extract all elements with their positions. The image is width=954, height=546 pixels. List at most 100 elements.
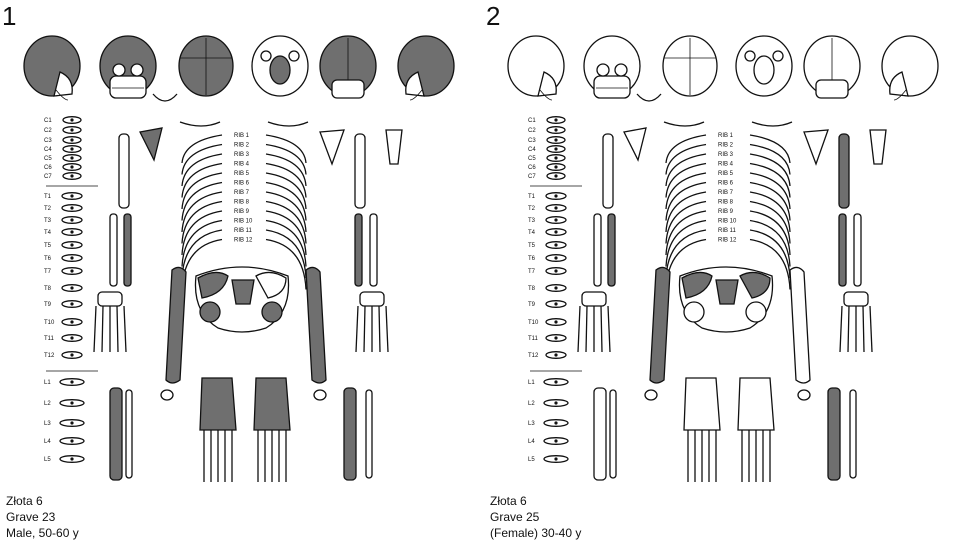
vertebra-foramen: [70, 138, 73, 141]
rib-label: RIB 6: [718, 181, 734, 187]
tibia-left: [594, 388, 606, 480]
vertebra-t8: T8: [44, 285, 82, 292]
vertebra-foramen: [554, 421, 557, 424]
vertebra-label: T8: [528, 286, 536, 292]
finger-bone: [117, 306, 118, 352]
femur-right: [306, 267, 326, 383]
vertebra-c5: C5: [528, 155, 565, 162]
vertebra-label: T5: [44, 243, 52, 249]
rib-label: RIB 5: [718, 171, 734, 177]
rib-right: [750, 173, 790, 209]
vertebra-label: C6: [44, 165, 52, 171]
skull-view-5: [320, 36, 376, 98]
rib-label: RIB 6: [234, 181, 250, 187]
vertebra-label: T8: [44, 286, 52, 292]
vertebra-foramen: [554, 118, 557, 121]
vertebra-l3: L3: [44, 420, 84, 427]
vertebra-t3: T3: [44, 217, 82, 224]
vertebra-foramen: [554, 269, 557, 272]
vertebra-foramen: [70, 165, 73, 168]
vertebra-foramen: [554, 256, 557, 259]
carpals-shape: [844, 292, 868, 306]
finger-bone: [124, 306, 126, 352]
vertebra-foramen: [70, 320, 73, 323]
acetabulum-left: [684, 302, 704, 322]
carpals-shape: [360, 292, 384, 306]
tarsals-shape: [684, 378, 720, 430]
vertebra-t9: T9: [528, 301, 566, 308]
fibula-right: [850, 390, 856, 478]
patella-left: [161, 390, 173, 400]
rib-left: [182, 173, 222, 209]
vertebra-label: T9: [44, 302, 52, 308]
face-shape: [332, 80, 364, 98]
rib-label: RIB 3: [234, 152, 250, 158]
sacrum-shape: [716, 280, 738, 304]
foot-left: [200, 378, 236, 482]
rib-label: RIB 3: [718, 152, 734, 158]
vertebra-label: T1: [528, 194, 536, 200]
humerus-left: [119, 134, 129, 208]
vertebra-t6: T6: [528, 255, 566, 262]
foot-right: [254, 378, 290, 482]
vertebra-foramen: [554, 439, 557, 442]
rib-right: [750, 164, 790, 198]
caption-sex-age: (Female) 30-40 y: [490, 525, 581, 541]
vertebra-t7: T7: [44, 268, 82, 275]
finger-bone: [364, 306, 365, 352]
vertebra-label: C7: [528, 174, 536, 180]
vertebra-foramen: [554, 286, 557, 289]
vertebra-c3: C3: [44, 137, 81, 144]
rib-label: RIB 7: [718, 190, 734, 196]
rib-left: [666, 211, 706, 255]
vertebra-foramen: [70, 243, 73, 246]
vertebra-c2: C2: [44, 127, 81, 134]
ulna-left: [608, 214, 615, 286]
acetabulum-right: [746, 302, 766, 322]
vertebra-foramen: [70, 286, 73, 289]
vertebra-label: T6: [44, 256, 52, 262]
skull-view-2: [584, 36, 640, 98]
vertebra-label: L1: [528, 380, 535, 386]
rib-label: RIB 1: [234, 133, 250, 139]
rib-right: [750, 183, 790, 221]
vertebra-t10: T10: [528, 319, 566, 326]
vertebra-label: L4: [44, 439, 51, 445]
vertebra-foramen: [554, 165, 557, 168]
finger-bone: [102, 306, 103, 352]
carpals-shape: [98, 292, 122, 306]
vertebra-label: C3: [44, 138, 52, 144]
vertebra-label: T2: [528, 206, 536, 212]
skull-view-6: [882, 36, 938, 100]
vertebra-foramen: [70, 194, 73, 197]
vertebra-t8: T8: [528, 285, 566, 292]
vertebra-foramen: [554, 138, 557, 141]
vertebra-l5: L5: [528, 456, 568, 463]
vertebra-foramen: [70, 336, 73, 339]
vertebra-foramen: [70, 269, 73, 272]
tarsals-shape: [738, 378, 774, 430]
palate-detail: [261, 51, 271, 61]
humerus-left: [603, 134, 613, 208]
vertebra-t7: T7: [528, 268, 566, 275]
rib-left: [666, 183, 706, 221]
ulna-right: [370, 214, 377, 286]
rib-label: RIB 10: [718, 219, 737, 225]
skull-view-3: [179, 36, 233, 96]
vertebra-foramen: [70, 128, 73, 131]
vertebra-label: C3: [528, 138, 536, 144]
foramen-region: [754, 56, 774, 84]
vertebra-label: T11: [528, 336, 539, 342]
clavicle-right: [268, 122, 308, 126]
vertebra-label: C6: [528, 165, 536, 171]
vertebra-foramen: [554, 243, 557, 246]
skull-view-5: [804, 36, 860, 98]
rib-label: RIB 4: [718, 162, 734, 168]
rib-left: [182, 183, 222, 221]
rib-label: RIB 1: [718, 133, 734, 139]
radius-left: [594, 214, 601, 286]
vertebra-label: L3: [528, 421, 535, 427]
finger-bone: [386, 306, 388, 352]
palate-detail: [289, 51, 299, 61]
